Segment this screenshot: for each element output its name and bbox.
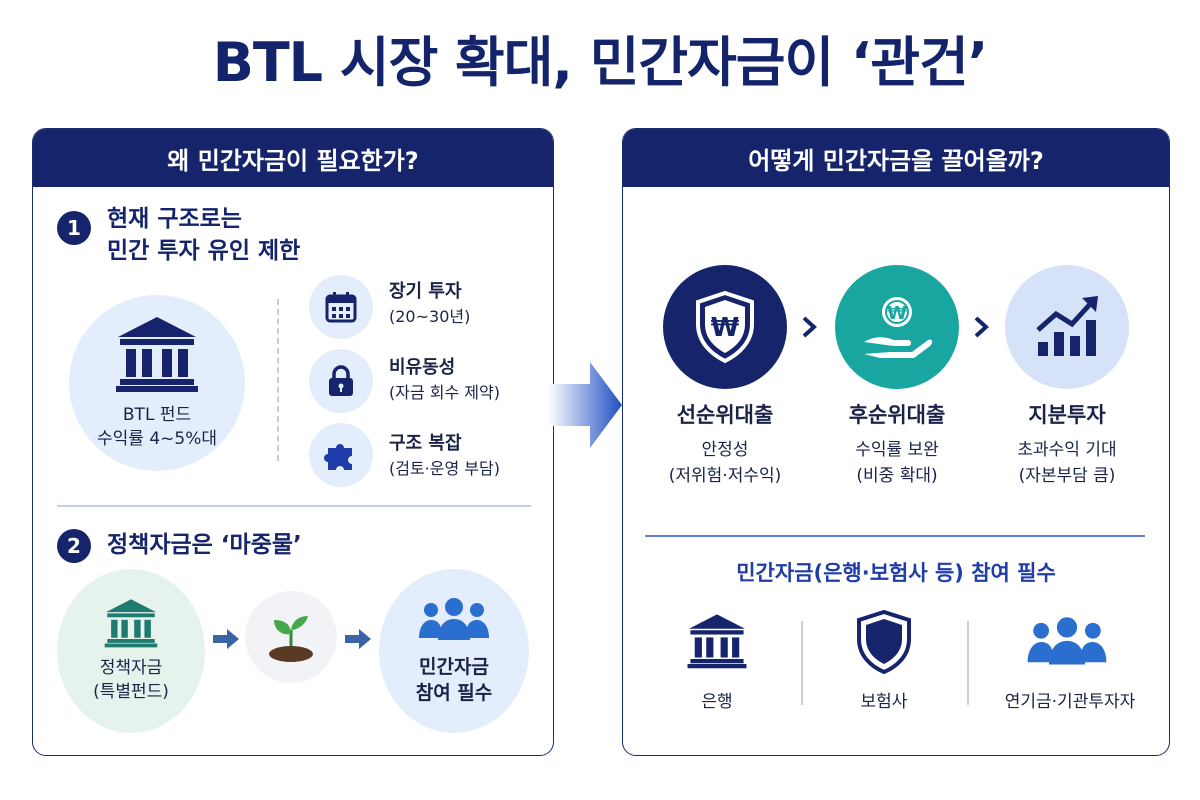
item-complexity-title: 구조 복잡	[389, 433, 462, 454]
sprout-circle	[245, 591, 337, 683]
sprout-icon	[269, 616, 313, 662]
item-complexity: 구조 복잡 (검토·운영 부담)	[389, 431, 500, 481]
private-fund-line1: 민간자금	[419, 656, 489, 678]
btl-fund-name: BTL 펀드	[122, 405, 192, 425]
participant-separator	[801, 621, 803, 705]
subordinated-loan-title: 후순위대출	[848, 403, 946, 427]
left-panel-header: 왜 민간자금이 필요한가?	[33, 129, 553, 187]
svg-text:₩: ₩	[711, 313, 740, 343]
lock-icon-circle	[309, 349, 373, 413]
participants-title: 민간자금(은행·보험사 등) 참여 필수	[736, 561, 1056, 585]
policy-fund-circle: 정책자금 (특별펀드)	[57, 569, 205, 733]
item-illiquidity-title: 비유동성	[389, 357, 456, 378]
right-divider	[645, 535, 1145, 537]
section1-dashed-divider	[277, 299, 279, 461]
section1-title-line1: 현재 구조로는	[107, 206, 242, 232]
subordinated-loan-circle: ₩	[835, 265, 959, 389]
equity-desc: 초과수익 기대 (자본부담 큼)	[977, 437, 1157, 489]
bank-icon	[116, 317, 198, 392]
item-complexity-sub: (검토·운영 부담)	[389, 459, 500, 478]
section1-number-badge: 1	[57, 211, 91, 245]
arrow-right-icon	[345, 629, 371, 649]
hand-coin-icon: ₩	[864, 297, 933, 358]
calendar-icon-circle	[309, 275, 373, 339]
lock-icon	[329, 365, 353, 396]
equity-title: 지분투자	[1028, 403, 1106, 427]
participant-separator	[967, 621, 969, 705]
btl-fund-yield: 수익률 4~5%대	[97, 429, 217, 449]
bank-icon	[687, 614, 747, 669]
policy-fund-line2: (특별펀드)	[93, 682, 169, 702]
page-title: BTL 시장 확대, 민간자금이 ‘관건’	[212, 31, 989, 94]
section2-number-badge: 2	[57, 529, 91, 563]
subordinated-loan-desc: 수익률 보완 (비중 확대)	[807, 437, 987, 489]
section1-title: 현재 구조로는 민간 투자 유인 제한	[107, 203, 300, 267]
participant-pension-label: 연기금·기관투자자	[1004, 692, 1136, 712]
policy-fund-line1: 정책자금	[99, 658, 163, 678]
center-arrow-icon	[548, 362, 622, 448]
item-long-term-sub: (20~30년)	[389, 307, 471, 326]
btl-fund-circle: BTL 펀드 수익률 4~5%대	[69, 295, 245, 471]
people-icon	[1027, 617, 1107, 665]
private-fund-line2: 참여 필수	[415, 682, 493, 704]
senior-loan-line2: (저위험·저수익)	[668, 466, 782, 486]
subordinated-loan-line2: (비중 확대)	[856, 466, 938, 486]
private-fund-circle: 민간자금 참여 필수	[379, 569, 529, 733]
section2-title: 정책자금은 ‘마중물’	[107, 532, 302, 558]
puzzle-icon	[324, 444, 352, 470]
shield-icon	[857, 609, 911, 675]
item-illiquidity-sub: (자금 회수 제약)	[389, 383, 500, 402]
people-icon	[419, 598, 489, 640]
equity-line2: (자본부담 큼)	[1018, 466, 1116, 486]
section-divider	[57, 505, 531, 507]
chevron-right-icon	[974, 316, 989, 338]
chevron-right-icon	[802, 316, 817, 338]
calendar-icon	[325, 292, 357, 323]
senior-loan-desc: 안정성 (저위험·저수익)	[635, 437, 815, 489]
equity-line1: 초과수익 기대	[1017, 440, 1117, 460]
svg-text:₩: ₩	[887, 303, 907, 324]
item-illiquidity: 비유동성 (자금 회수 제약)	[389, 355, 500, 405]
item-long-term: 장기 투자 (20~30년)	[389, 279, 470, 329]
right-panel-header: 어떻게 민간자금을 끌어올까?	[623, 129, 1169, 187]
right-panel: 어떻게 민간자금을 끌어올까? ₩ ₩ 선순위대출	[622, 128, 1170, 756]
growth-chart-icon	[1036, 296, 1098, 356]
participant-insurance-label: 보험사	[860, 692, 908, 712]
participant-bank-label: 은행	[701, 692, 733, 712]
equity-circle	[1005, 265, 1129, 389]
shield-won-icon: ₩	[696, 290, 754, 364]
item-long-term-title: 장기 투자	[389, 281, 462, 302]
puzzle-icon-circle	[309, 423, 373, 487]
section1-title-line2: 민간 투자 유인 제한	[107, 238, 301, 264]
senior-loan-title: 선순위대출	[676, 403, 774, 427]
subordinated-loan-line1: 수익률 보완	[855, 440, 939, 460]
bank-icon	[104, 599, 158, 648]
senior-loan-line1: 안정성	[701, 440, 749, 460]
arrow-right-icon	[213, 629, 239, 649]
senior-loan-circle: ₩	[663, 265, 787, 389]
left-panel: 왜 민간자금이 필요한가? 1 현재 구조로는 민간 투자 유인 제한 BTL …	[32, 128, 554, 756]
